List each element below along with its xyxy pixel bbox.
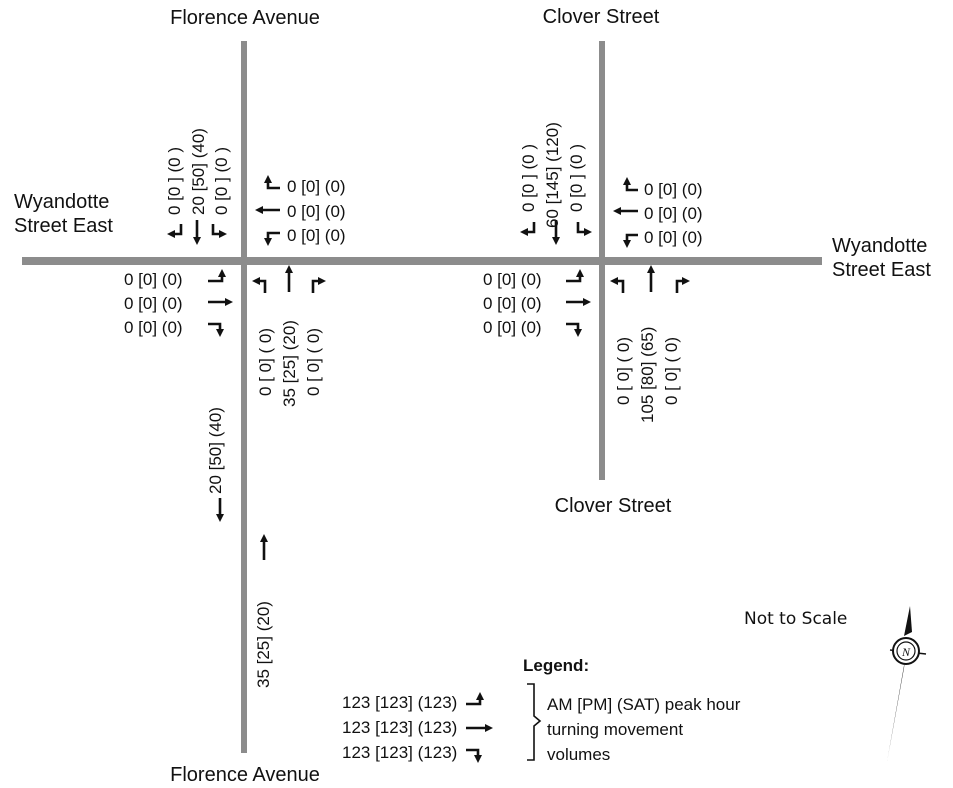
volume-florence-wb-through: 0 [0] (0)	[287, 202, 346, 221]
label-clover-street-bottom: Clover Street	[554, 495, 672, 517]
volume-clover-eb-left: 0 [0] (0)	[483, 270, 542, 289]
road-florence-avenue	[241, 41, 247, 753]
volume-florence-eb-left: 0 [0] (0)	[124, 270, 183, 289]
label-wyandotte-street-east-east: Wyandotte Street East	[832, 235, 931, 281]
north-arrow-letter: N	[901, 645, 911, 659]
legend-brace	[527, 683, 542, 761]
arrow-clover-sb-left	[576, 222, 592, 236]
arrow-clover-sb-right	[520, 222, 536, 236]
volume-clover-wb-left: 0 [0] (0)	[644, 228, 703, 247]
legend-description: AM [PM] (SAT) peak hour turning movement…	[547, 695, 741, 764]
arrow-florence-nb-left	[252, 277, 267, 293]
arrow-florence-eb-right	[208, 322, 224, 337]
arrow-clover-nb-left	[610, 277, 625, 293]
label-florence-avenue-top: Florence Avenue	[170, 7, 320, 29]
volume-florence-eb-right: 0 [0] (0)	[124, 318, 183, 337]
volume-florence-wb-left: 0 [0] (0)	[287, 226, 346, 245]
label-wyandotte-street-east-west: Wyandotte Street East	[14, 191, 113, 237]
arrow-florence-eb-left	[208, 269, 226, 283]
arrow-florence-nb-right	[311, 277, 326, 293]
arrow-clover-eb-right	[566, 322, 582, 337]
volume-clover-wb-through: 0 [0] (0)	[644, 204, 703, 223]
north-arrow-icon: N	[887, 606, 927, 762]
label-florence-avenue-bottom: Florence Avenue	[170, 764, 320, 786]
road-wyandotte-street-east	[22, 257, 822, 265]
arrow-florence-sb-right	[167, 224, 183, 238]
arrow-clover-wb-left	[623, 233, 638, 248]
legend-row-through: 123 [123] (123)	[342, 718, 458, 737]
legend-row-left-turn: 123 [123] (123)	[342, 693, 458, 712]
volume-clover-wb-right: 0 [0] (0)	[644, 180, 703, 199]
arrow-clover-nb-right	[675, 277, 690, 293]
volume-florence-eb-through: 0 [0] (0)	[124, 294, 183, 313]
legend-row-right-turn: 123 [123] (123)	[342, 743, 458, 762]
volume-clover-eb-through: 0 [0] (0)	[483, 294, 542, 313]
label-clover-street-top: Clover Street	[542, 6, 660, 28]
legend-arrow-right-turn	[466, 748, 482, 763]
arrow-florence-wb-right	[264, 175, 280, 190]
volume-florence-wb-right: 0 [0] (0)	[287, 177, 346, 196]
not-to-scale-note: Not to Scale	[744, 609, 848, 629]
legend-arrow-left-turn	[466, 692, 484, 706]
arrow-clover-wb-right	[623, 177, 638, 192]
volume-clover-eb-right: 0 [0] (0)	[483, 318, 542, 337]
arrow-florence-sb-left	[211, 224, 227, 238]
legend-title: Legend:	[523, 656, 590, 675]
arrow-florence-wb-left	[264, 231, 280, 246]
arrow-clover-eb-left	[566, 269, 584, 283]
